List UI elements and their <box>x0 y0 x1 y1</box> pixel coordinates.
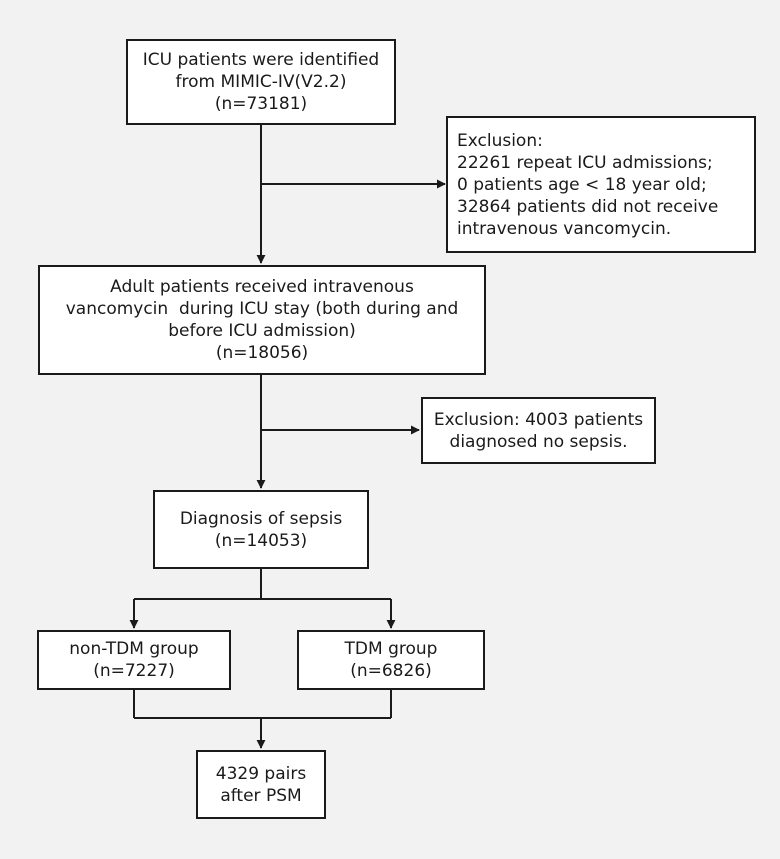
box-non-tdm-group: non-TDM group (n=7227) <box>37 630 231 690</box>
box-exclusion-2-line-2: diagnosed no sepsis. <box>449 431 628 452</box>
box-exclusion-1-line-2: 22261 repeat ICU admissions; <box>457 152 713 173</box>
box-non-tdm-group-line-2: (n=7227) <box>93 661 175 681</box>
box-adult-vancomycin-line-3: before ICU admission) <box>168 321 356 341</box>
box-exclusion-1-line-4: 32864 patients did not receive <box>457 196 719 217</box>
box-icu-patients-line-2: from MIMIC-IV(V2.2) <box>175 72 347 92</box>
box-sepsis-line-1: Diagnosis of sepsis <box>179 508 343 529</box>
box-tdm-group-line-1: TDM group <box>344 639 438 659</box>
box-icu-patients: ICU patients were identified from MIMIC-… <box>126 39 396 125</box>
box-exclusion-1: Exclusion: 22261 repeat ICU admissions; … <box>446 116 756 253</box>
box-icu-patients-line-3: (n=73181) <box>214 94 308 114</box>
box-exclusion-1-line-5: intravenous vancomycin. <box>457 218 672 239</box>
box-tdm-group: TDM group (n=6826) <box>297 630 485 690</box>
box-sepsis: Diagnosis of sepsis (n=14053) <box>153 490 369 569</box>
box-tdm-group-line-2: (n=6826) <box>350 661 432 681</box>
box-exclusion-2: Exclusion: 4003 patients diagnosed no se… <box>421 397 656 464</box>
box-exclusion-1-line-3: 0 patients age < 18 year old; <box>457 174 707 195</box>
box-exclusion-2-line-1: Exclusion: 4003 patients <box>433 409 644 430</box>
box-psm-pairs-line-1: 4329 pairs <box>215 763 307 784</box>
box-adult-vancomycin: Adult patients received intravenous vanc… <box>38 265 486 375</box>
box-adult-vancomycin-line-4: (n=18056) <box>215 343 309 363</box>
box-icu-patients-line-1: ICU patients were identified <box>142 50 380 70</box>
box-psm-pairs-line-2: after PSM <box>220 785 302 806</box>
box-adult-vancomycin-line-1: Adult patients received intravenous <box>110 277 414 297</box>
box-sepsis-line-2: (n=14053) <box>214 530 308 551</box>
box-exclusion-1-line-1: Exclusion: <box>457 130 543 151</box>
box-non-tdm-group-line-1: non-TDM group <box>69 639 199 659</box>
box-psm-pairs: 4329 pairs after PSM <box>196 750 326 819</box>
box-adult-vancomycin-line-2: vancomycin during ICU stay (both during … <box>65 299 459 319</box>
